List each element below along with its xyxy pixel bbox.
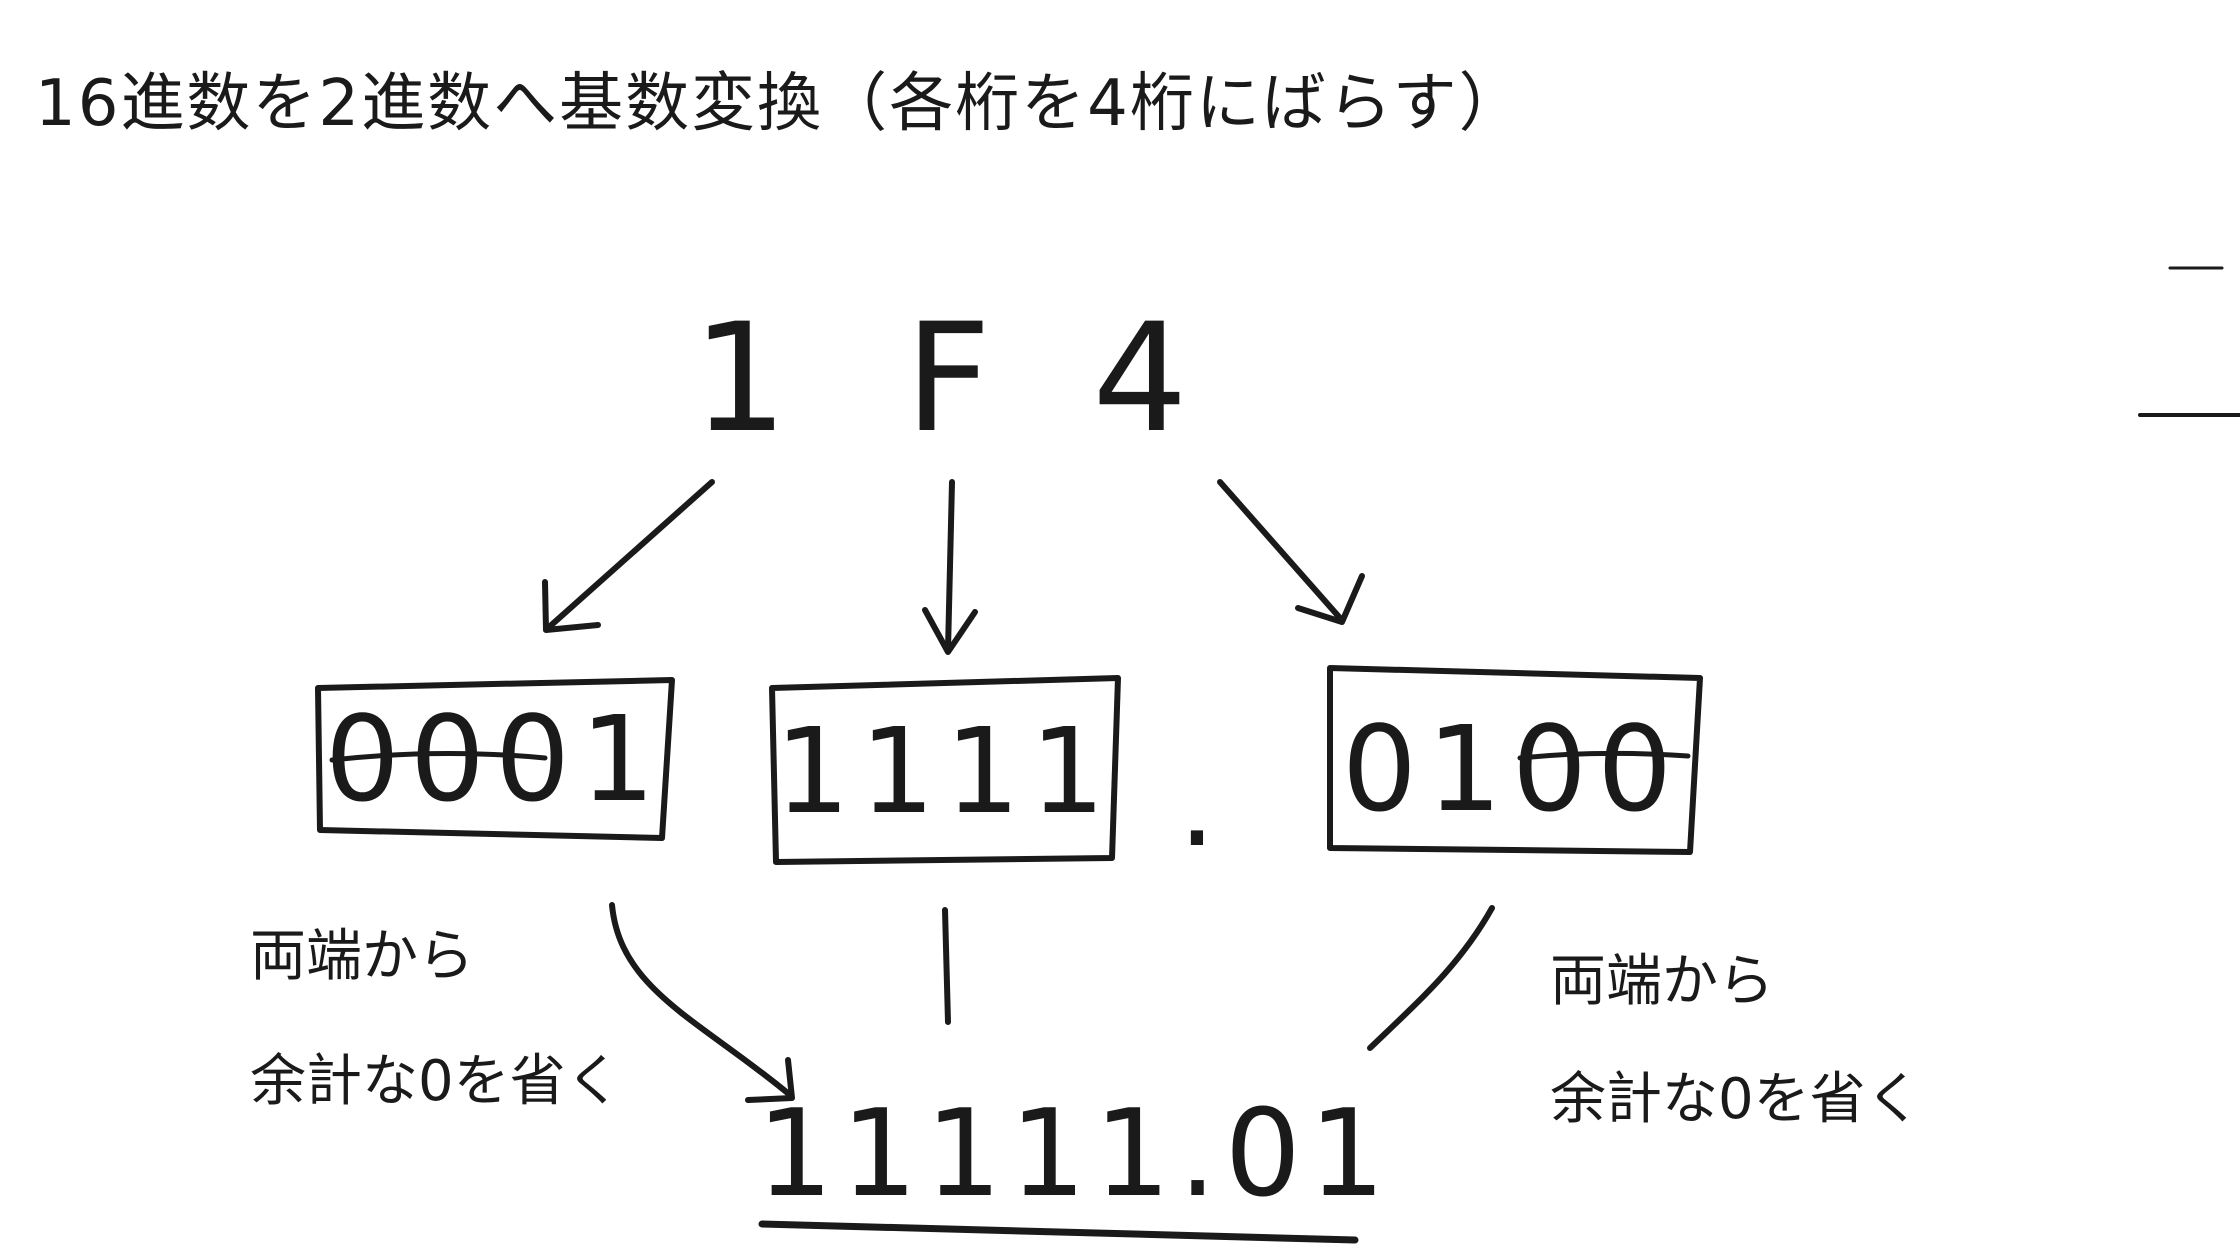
note-right-line2: 余計な0を省く xyxy=(1550,1067,1922,1132)
binary-box-left xyxy=(315,677,675,841)
binary-group-center: 1111 xyxy=(775,702,1115,840)
binary-box-right xyxy=(1327,665,1703,855)
hex-digit-4: 4 xyxy=(1092,292,1187,466)
result-value: 11111.01 xyxy=(757,1085,1394,1224)
decimal-point: . xyxy=(1178,735,1226,873)
result-underline xyxy=(758,1220,1359,1244)
hex-digit-1: 1 xyxy=(692,292,787,466)
note-left-line1: 両端から xyxy=(250,924,474,989)
binary-box-center xyxy=(769,675,1121,865)
note-right-line1: 両端から xyxy=(1550,949,1774,1014)
binary-group-left: 0001 xyxy=(325,690,665,828)
strike-left-zeros xyxy=(329,750,548,763)
binary-group-right: 0100 xyxy=(1342,700,1682,838)
hex-digit-f: F xyxy=(905,292,991,466)
arrow-center xyxy=(922,479,978,655)
arrow-to-result xyxy=(609,902,795,1103)
arrow-right xyxy=(1217,479,1365,625)
arrow-left xyxy=(542,479,715,633)
curve-right-to-result xyxy=(1367,905,1495,1051)
line-center-to-result xyxy=(942,907,951,1025)
note-left-line2: 余計な0を省く xyxy=(250,1049,622,1114)
strike-right-zeros xyxy=(1517,750,1691,761)
diagram-title: 16進数を2進数へ基数変換（各桁を4桁にばらす） xyxy=(35,67,1525,141)
